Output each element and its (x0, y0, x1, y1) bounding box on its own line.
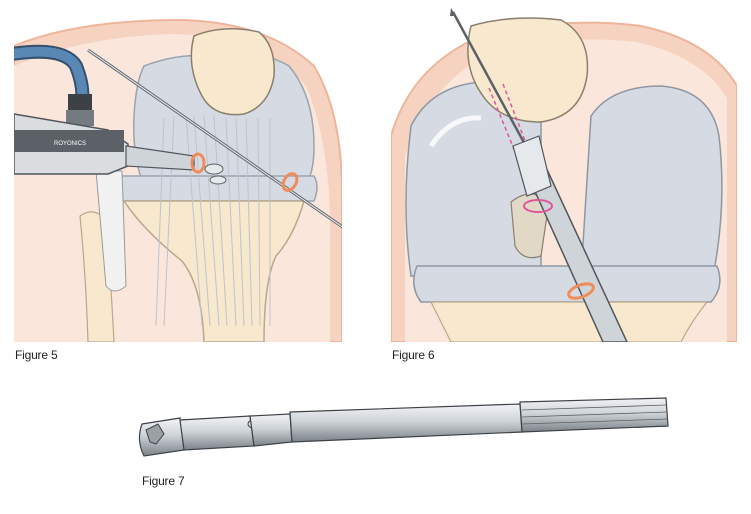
arthroscope-icon: ROYONICS (14, 18, 342, 342)
scope-brand-label: ROYONICS (54, 141, 86, 147)
figure-6-illustration (391, 6, 737, 342)
figure-7-caption: Figure 7 (142, 474, 185, 488)
figure-7-illustration (130, 384, 675, 476)
figure-6-caption: Figure 6 (392, 348, 435, 362)
figure-5-illustration: ROYONICS (14, 6, 342, 342)
guide-pin-icon (391, 8, 737, 342)
figure-5-caption: Figure 5 (15, 348, 58, 362)
reamer-icon (138, 397, 669, 457)
